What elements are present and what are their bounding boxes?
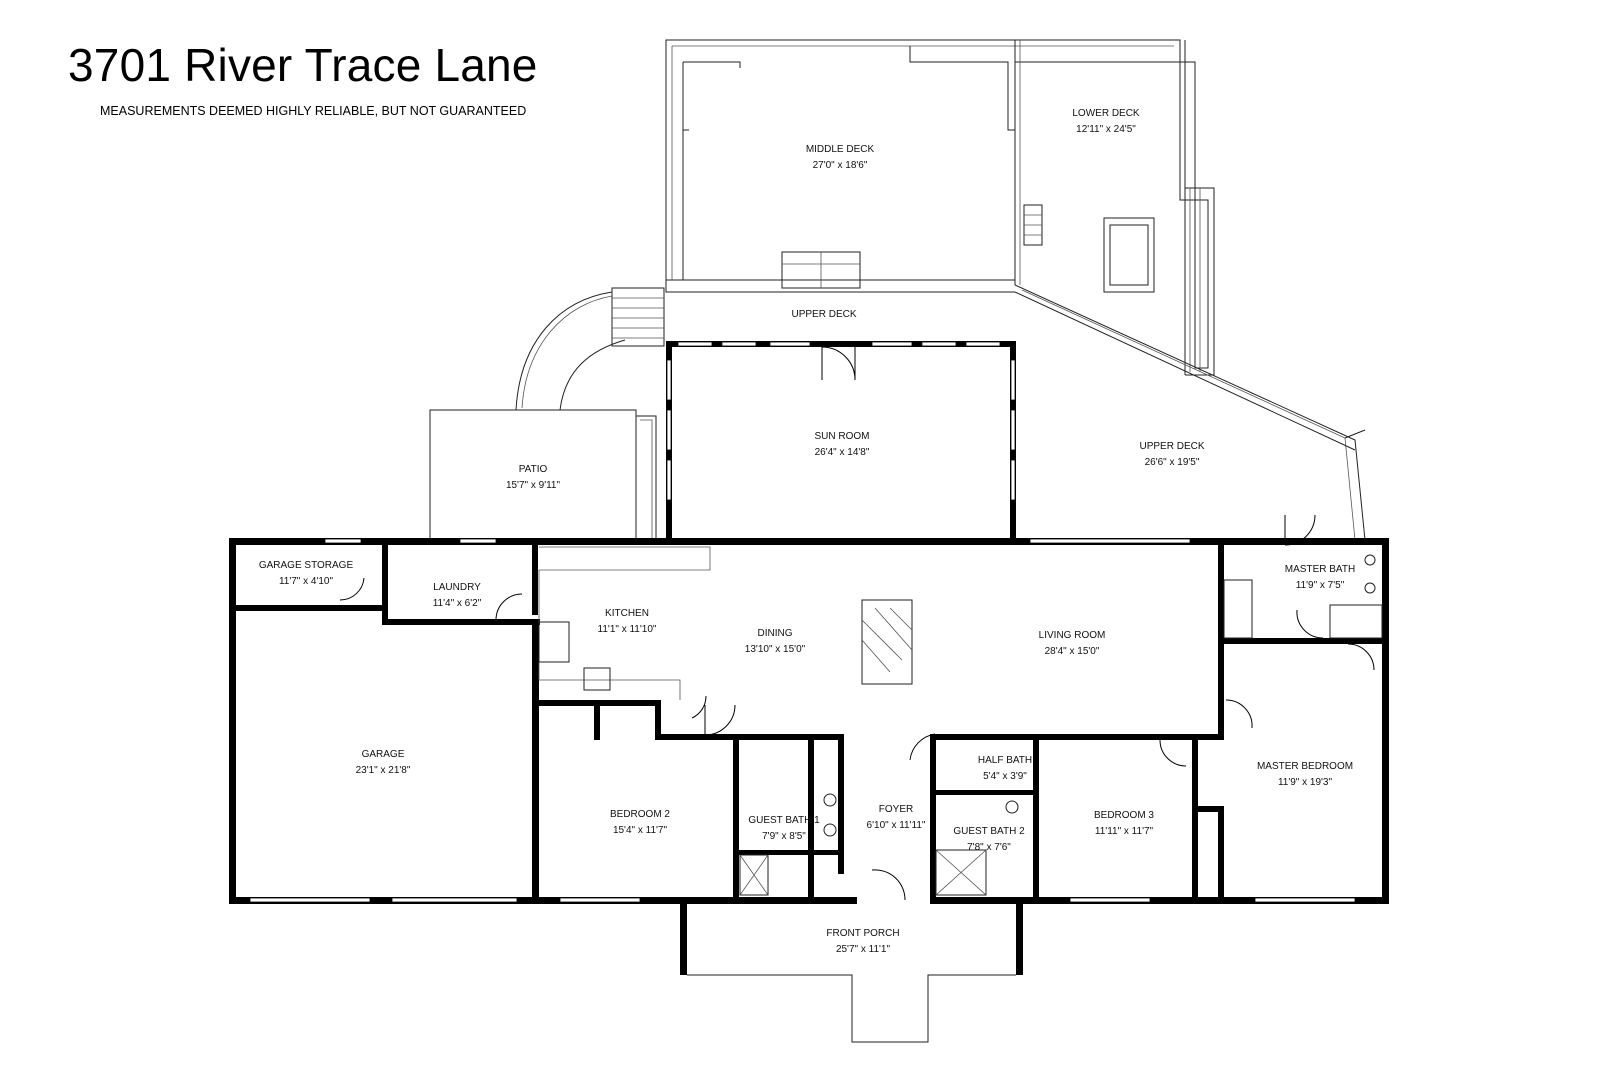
room-dims: 5'4" x 3'9" — [983, 771, 1027, 782]
room-dims: 11'7" x 4'10" — [279, 576, 334, 587]
room-dims: 6'10" x 11'11" — [867, 820, 926, 831]
room-name: LOWER DECK — [1072, 108, 1140, 119]
room-dims: 26'4" x 14'8" — [815, 447, 870, 458]
house-walls — [229, 514, 1389, 1043]
room-dims: 12'11" x 24'5" — [1076, 124, 1136, 135]
room-name: MIDDLE DECK — [806, 144, 875, 155]
room-dims: 7'9" x 8'5" — [762, 831, 806, 842]
room-name: GARAGE — [362, 749, 405, 760]
room-name: BEDROOM 2 — [610, 809, 670, 820]
deck-outlines — [429, 39, 1366, 542]
room-dims: 26'6" x 19'5" — [1145, 457, 1200, 468]
room-name: SUN ROOM — [815, 431, 870, 442]
room-dims: 13'10" x 15'0" — [745, 644, 806, 655]
room-name: MASTER BEDROOM — [1257, 761, 1353, 772]
room-name: UPPER DECK — [1139, 441, 1204, 452]
page-subtitle: MEASUREMENTS DEEMED HIGHLY RELIABLE, BUT… — [100, 104, 527, 118]
room-dims: 25'7" x 11'1" — [836, 944, 891, 955]
room-dims: 23'1" x 21'8" — [356, 765, 411, 776]
room-dims: 11'1" x 11'10" — [598, 624, 657, 635]
room-name: GARAGE STORAGE — [259, 560, 354, 571]
room-name: HALF BATH — [978, 755, 1032, 766]
room-name: FOYER — [879, 804, 913, 815]
page-title: 3701 River Trace Lane — [68, 39, 538, 91]
room-name: GUEST BATH 1 — [748, 815, 820, 826]
sun-room-walls — [666, 341, 1016, 541]
room-dims: 7'8" x 7'6" — [967, 842, 1011, 853]
room-dims: 11'9" x 7'5" — [1296, 580, 1345, 591]
room-dims: 11'4" x 6'2" — [433, 598, 482, 609]
room-dims: 28'4" x 15'0" — [1045, 646, 1100, 657]
room-name: MASTER BATH — [1285, 564, 1355, 575]
room-name: GUEST BATH 2 — [953, 826, 1025, 837]
room-dims: 11'9" x 19'3" — [1278, 777, 1333, 788]
room-name: KITCHEN — [605, 608, 649, 619]
room-dims: 27'0" x 18'6" — [813, 160, 868, 171]
room-name: PATIO — [519, 464, 548, 475]
room-dims: 15'4" x 11'7" — [613, 825, 668, 836]
room-name: BEDROOM 3 — [1094, 810, 1154, 821]
room-dims: 15'7" x 9'11" — [506, 480, 561, 491]
room-name: UPPER DECK — [791, 309, 856, 320]
room-labels: MIDDLE DECK 27'0" x 18'6" LOWER DECK 12'… — [259, 108, 1355, 955]
room-name: FRONT PORCH — [826, 928, 899, 939]
room-dims: 11'11" x 11'7" — [1095, 826, 1154, 837]
room-name: LIVING ROOM — [1039, 630, 1106, 641]
room-name: DINING — [758, 628, 793, 639]
room-name: LAUNDRY — [433, 582, 481, 593]
